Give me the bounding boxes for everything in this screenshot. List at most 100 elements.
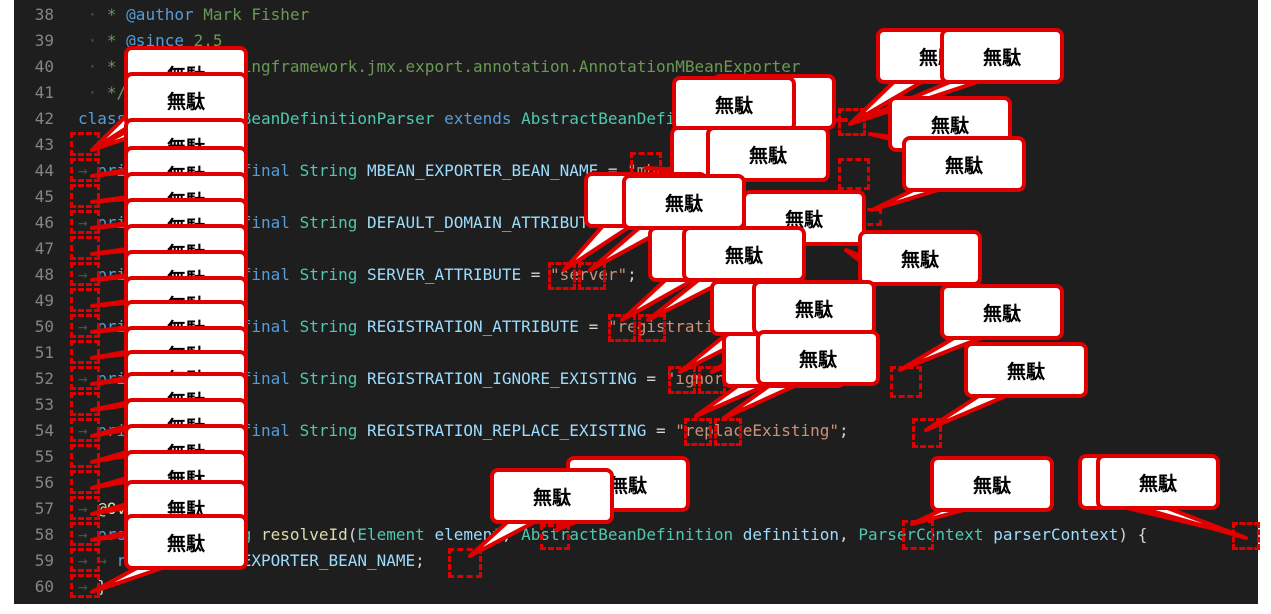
code-token: ) {	[1118, 525, 1148, 544]
code-token: ;	[781, 213, 791, 232]
code-text: → private static final String REGISTRATI…	[78, 366, 829, 392]
code-token: ,	[839, 525, 859, 544]
code-text: · */	[78, 80, 127, 106]
code-token: private static	[97, 161, 242, 180]
code-token	[251, 525, 261, 544]
code-token: =	[636, 369, 666, 388]
code-token: final	[241, 421, 290, 440]
whitespace-marker: → →	[78, 551, 117, 570]
code-token: final	[241, 369, 290, 388]
code-line[interactable]: 55	[14, 444, 1258, 470]
whitespace-marker: →	[78, 265, 98, 284]
code-line[interactable]: 57→ @Override	[14, 496, 1258, 522]
code-token: *	[106, 5, 127, 24]
code-line[interactable]: 39 · * @since 2.5	[14, 28, 1258, 54]
code-line[interactable]: 49	[14, 288, 1258, 314]
code-text: → private static final String REGISTRATI…	[78, 418, 849, 444]
code-line[interactable]: 51	[14, 340, 1258, 366]
code-token: {	[790, 109, 811, 128]
code-token: ,	[501, 525, 522, 544]
code-line[interactable]: 44→ private static final String MBEAN_EX…	[14, 158, 1258, 184]
code-token: MBEAN_EXPORTER_BEAN_NAME	[183, 551, 416, 570]
code-token: 2.5	[183, 31, 223, 50]
code-token: definition	[742, 525, 840, 544]
code-token: REGISTRATION_ATTRIBUTE	[367, 317, 579, 336]
code-token	[357, 265, 367, 284]
code-token: (	[347, 525, 358, 544]
code-line[interactable]: 60 → }	[14, 574, 1258, 600]
line-number: 56	[34, 473, 54, 492]
code-token	[512, 109, 522, 128]
line-number: 59	[34, 551, 54, 570]
code-line[interactable]: 38 · * @author Mark Fisher	[14, 2, 1258, 28]
line-number: 60	[34, 577, 54, 596]
code-text: → → return MBEAN_EXPORTER_BEAN_NAME;	[78, 548, 425, 574]
code-token: */	[106, 83, 127, 102]
code-token: extends	[444, 109, 512, 128]
line-number: 40	[34, 57, 54, 76]
code-token	[357, 213, 367, 232]
code-line[interactable]: 52→ private static final String REGISTRA…	[14, 366, 1258, 392]
code-text: → @Override	[78, 496, 184, 522]
code-line[interactable]: 46→ private static final String DEFAULT_…	[14, 210, 1258, 236]
line-number: 49	[34, 291, 54, 310]
whitespace-marker: ·	[78, 31, 107, 50]
code-token	[434, 109, 444, 128]
code-token: String	[299, 265, 358, 284]
code-token	[290, 265, 300, 284]
code-line[interactable]: 43	[14, 132, 1258, 158]
code-token: ParserContext	[858, 525, 984, 544]
code-line[interactable]: 50→ private static final String REGISTRA…	[14, 314, 1258, 340]
code-token	[290, 369, 300, 388]
code-text: → }	[78, 574, 107, 600]
code-token	[425, 525, 435, 544]
code-line[interactable]: 47	[14, 236, 1258, 262]
code-line[interactable]: 54 → private static final String REGISTRA…	[14, 418, 1258, 444]
code-token: final	[241, 161, 290, 180]
code-token: REGISTRATION_IGNORE_EXISTING	[367, 369, 637, 388]
line-number: 51	[34, 343, 54, 362]
code-token: final	[241, 265, 290, 284]
code-token: }	[97, 577, 107, 596]
code-token: @s	[126, 57, 146, 76]
code-token: "default-domain"	[627, 213, 782, 232]
line-number: 53	[34, 395, 54, 414]
code-text: · * @since 2.5	[78, 28, 223, 54]
line-number: 48	[34, 265, 54, 284]
code-line[interactable]: 40 · * @see org.springframework.jmx.expo…	[14, 54, 1258, 80]
code-token: *	[106, 31, 127, 50]
whitespace-marker: →	[78, 213, 98, 232]
code-line[interactable]: 45	[14, 184, 1258, 210]
whitespace-marker: →	[78, 577, 98, 596]
code-text: → private static final String DEFAULT_DO…	[78, 210, 791, 236]
code-line[interactable]: 41 · */	[14, 80, 1258, 106]
code-token	[290, 213, 300, 232]
code-token: =	[521, 265, 551, 284]
code-text: → private static final String REGISTRATI…	[78, 314, 752, 340]
whitespace-marker: ·	[78, 57, 107, 76]
code-line[interactable]: 59 → → return MBEAN_EXPORTER_BEAN_NAME;	[14, 548, 1258, 574]
code-line[interactable]: 56	[14, 470, 1258, 496]
code-token: MBEAN_EXPORTER_BEAN_NAME	[367, 161, 599, 180]
whitespace-marker: →	[78, 421, 98, 440]
code-token	[290, 161, 300, 180]
code-token: parserContext	[993, 525, 1119, 544]
code-token: ;	[742, 317, 753, 336]
code-token: AbstractBeanDefinition	[521, 525, 734, 544]
code-line[interactable]: 48→ private static final String SERVER_A…	[14, 262, 1258, 288]
code-token: ;	[771, 161, 782, 180]
code-line[interactable]: 53	[14, 392, 1258, 418]
line-number: 54	[34, 421, 54, 440]
code-token: String	[299, 421, 358, 440]
code-line[interactable]: 58→ protected String resolveId(Element e…	[14, 522, 1258, 548]
code-token: BeanDefinitionParser	[241, 109, 435, 128]
code-token: DEFAULT_DOMAIN_ATTRIBUTE	[367, 213, 599, 232]
code-token: =	[578, 317, 608, 336]
code-text: · * @author Mark Fisher	[78, 2, 310, 28]
code-token: ;	[839, 421, 849, 440]
whitespace-marker: →	[78, 317, 98, 336]
code-token: "server"	[550, 265, 628, 284]
code-token: String	[193, 525, 252, 544]
